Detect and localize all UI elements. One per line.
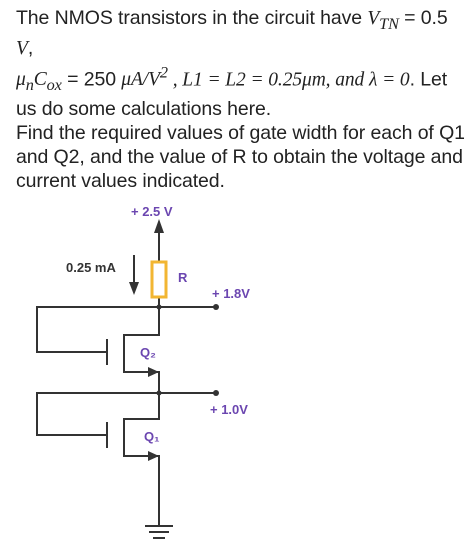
- cox-letter: C: [33, 69, 47, 91]
- mu-subscript: n: [25, 76, 34, 95]
- mu-symbol: μ: [16, 69, 26, 91]
- vtn-value: = 0.5: [398, 7, 448, 29]
- supply-arrow-icon: [154, 219, 164, 233]
- current-label: 0.25 mA: [66, 260, 116, 275]
- current-arrow-icon: [129, 282, 139, 295]
- mucox-unit: μA/V2: [121, 64, 168, 91]
- resistor-label: R: [178, 270, 188, 285]
- lengths-unit: μm, and λ = 0: [302, 69, 410, 91]
- q1-gate-feedback-wire: [36, 392, 160, 436]
- junction-mid-dot: [156, 390, 162, 396]
- problem-paragraph-1: The NMOS transistors in the circuit have…: [16, 6, 466, 121]
- supply-label: + 2.5 V: [131, 204, 173, 219]
- problem-text: us do some calculations here.: [16, 98, 272, 121]
- vtn-unit: V: [16, 37, 28, 59]
- q2-label: Q₂: [140, 345, 156, 360]
- mu-n-cox: μnCox: [16, 69, 62, 94]
- q1-drain: [123, 392, 160, 420]
- node-mid-dot: [213, 390, 219, 396]
- mucox-value: = 250: [61, 68, 122, 91]
- lengths-text: , L1 = L2 = 0.25: [167, 69, 303, 91]
- q2-source: [123, 371, 160, 394]
- q1-label: Q₁: [144, 429, 160, 444]
- mucox-exponent: 2: [159, 63, 168, 82]
- vtn-letter: V: [367, 8, 380, 29]
- cox-subscript: ox: [46, 76, 62, 95]
- q1-source-arrow-icon: [148, 451, 159, 461]
- q2-gate-feedback-wire: [36, 306, 160, 353]
- problem-statement: The NMOS transistors in the circuit have…: [16, 6, 466, 193]
- q1-source: [123, 455, 160, 527]
- node-mid-label: + 1.0V: [210, 402, 248, 417]
- resistor-symbol: [150, 260, 168, 299]
- problem-paragraph-2: Find the required values of gate width f…: [16, 122, 465, 193]
- vtn-subscript: TN: [379, 14, 399, 33]
- junction-top-dot: [156, 304, 162, 310]
- vtn-symbol: VTN: [367, 8, 399, 33]
- mucox-unit-text: μA/V: [121, 69, 160, 91]
- q2-source-arrow-icon: [148, 367, 159, 377]
- node-top-label: + 1.8V: [212, 286, 250, 301]
- node-top-dot: [213, 304, 219, 310]
- punctuation: ,: [27, 36, 34, 59]
- problem-text: The NMOS transistors in the circuit have: [16, 7, 368, 29]
- punctuation: . Let: [409, 68, 448, 91]
- circuit-diagram: + 2.5 V 0.25 mA R + 1.8V + 1.0V Q₂ Q₁: [36, 204, 250, 539]
